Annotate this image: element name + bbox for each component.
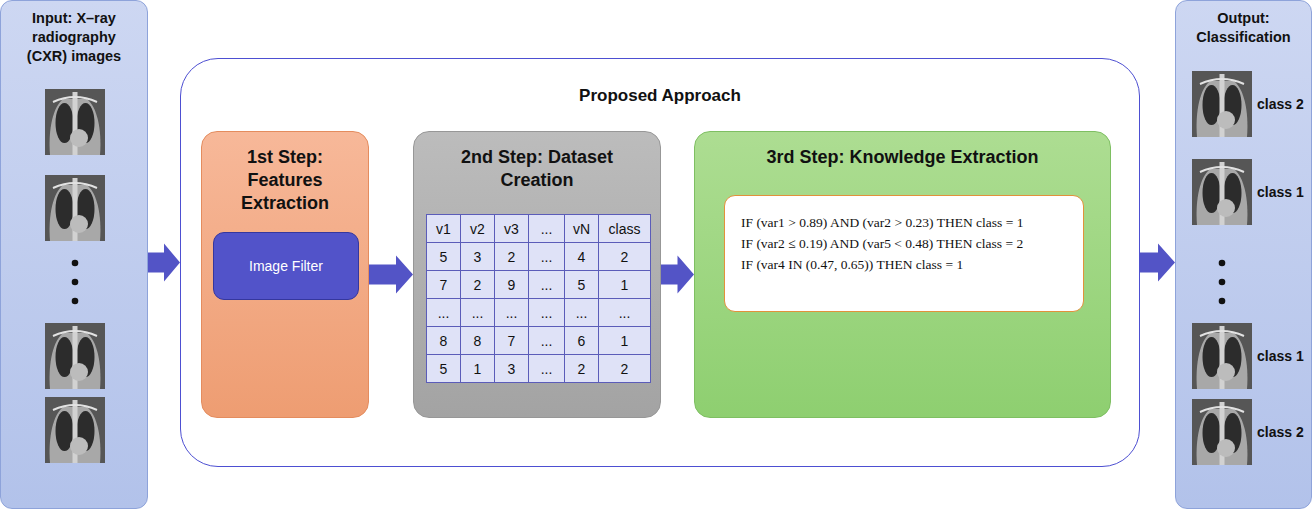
table-cell: 3 — [495, 355, 529, 383]
rule-text: IF (var1 > 0.89) AND (var2 > 0.23) THEN … — [741, 212, 1069, 233]
table-cell: 5 — [427, 243, 461, 271]
rules-box: IF (var1 > 0.89) AND (var2 > 0.23) THEN … — [724, 195, 1084, 312]
table-cell: 5 — [427, 355, 461, 383]
ellipsis-dot — [1219, 298, 1226, 305]
table-cell: 6 — [565, 327, 599, 355]
frame-title: Proposed Approach — [181, 59, 1139, 107]
block-arrow — [369, 256, 413, 294]
filter-box: Image Filter — [213, 232, 359, 300]
ellipsis-dot — [72, 279, 79, 286]
output-panel: Output: Classification class 2 class 1 clas… — [1175, 0, 1312, 509]
table-cell: ... — [529, 299, 565, 327]
table-cell: ... — [529, 243, 565, 271]
table-cell: ... — [599, 299, 651, 327]
table-cell: ... — [529, 355, 565, 383]
class-label: class 2 — [1257, 423, 1304, 441]
data-table: v1v2v3...vNclass532...42729...51........… — [426, 214, 651, 383]
panel-title: Output: Classification — [1188, 9, 1300, 47]
ellipsis-dot — [1219, 279, 1226, 286]
class-label: class 1 — [1257, 183, 1304, 201]
xray-image — [45, 323, 105, 389]
approach-frame: Proposed Approach 1st Step: Features Extr… — [180, 58, 1140, 467]
table-cell: 8 — [427, 327, 461, 355]
xray-image — [45, 89, 105, 155]
table-cell: 8 — [461, 327, 495, 355]
table-cell: ... — [495, 299, 529, 327]
xray-image — [1192, 159, 1252, 225]
table-cell: vN — [565, 215, 599, 243]
table-cell: 2 — [599, 243, 651, 271]
table-cell: class — [599, 215, 651, 243]
table-cell: v3 — [495, 215, 529, 243]
ellipsis-dot — [1219, 260, 1226, 267]
table-cell: 2 — [565, 355, 599, 383]
block-arrow — [661, 256, 694, 294]
table-cell: 9 — [495, 271, 529, 299]
input-images — [1, 1, 149, 509]
step-box: 2nd Step: Dataset Creationv1v2v3...vNcla… — [413, 131, 661, 418]
step-box: 1st Step: Features ExtractionImage Filte… — [201, 131, 369, 418]
step-title: 2nd Step: Dataset Creation — [447, 146, 627, 192]
table-cell: v2 — [461, 215, 495, 243]
xray-image — [45, 397, 105, 463]
table-cell: ... — [461, 299, 495, 327]
table-cell: 3 — [461, 243, 495, 271]
filter-label: Image Filter — [243, 258, 329, 274]
rule-text: IF (var2 ≤ 0.19) AND (var5 < 0.48) THEN … — [741, 233, 1069, 254]
panel-title: Input: X–ray radiography (CXR) images — [13, 9, 135, 66]
step-box: 3rd Step: Knowledge Extraction IF (var1 >… — [694, 131, 1111, 418]
step-title: 3rd Step: Knowledge Extraction — [708, 146, 1098, 169]
table-cell: 7 — [495, 327, 529, 355]
class-label: class 2 — [1257, 95, 1304, 113]
table-cell: ... — [529, 327, 565, 355]
xray-image — [45, 175, 105, 241]
input-panel: Input: X–ray radiography (CXR) images — [0, 0, 148, 509]
class-label: class 1 — [1257, 347, 1304, 365]
table-cell: ... — [529, 271, 565, 299]
table-cell: 1 — [461, 355, 495, 383]
step-title: 1st Step: Features Extraction — [215, 146, 355, 215]
table-cell: 1 — [599, 327, 651, 355]
table-cell: 4 — [565, 243, 599, 271]
table-cell: 2 — [495, 243, 529, 271]
table-cell: 5 — [565, 271, 599, 299]
table-cell: 2 — [461, 271, 495, 299]
ellipsis-dot — [72, 260, 79, 267]
table-cell: 7 — [427, 271, 461, 299]
xray-image — [1192, 323, 1252, 389]
xray-image — [1192, 399, 1252, 465]
table-cell: 2 — [599, 355, 651, 383]
rule-text: IF (var4 IN (0.47, 0.65)) THEN class = 1 — [741, 254, 1069, 275]
table-cell: ... — [529, 215, 565, 243]
table-cell: ... — [565, 299, 599, 327]
ellipsis-dot — [72, 298, 79, 305]
xray-image — [1192, 71, 1252, 137]
block-arrow — [148, 244, 180, 282]
table-cell: v1 — [427, 215, 461, 243]
block-arrow — [1140, 244, 1175, 282]
table-cell: 1 — [599, 271, 651, 299]
table-cell: ... — [427, 299, 461, 327]
